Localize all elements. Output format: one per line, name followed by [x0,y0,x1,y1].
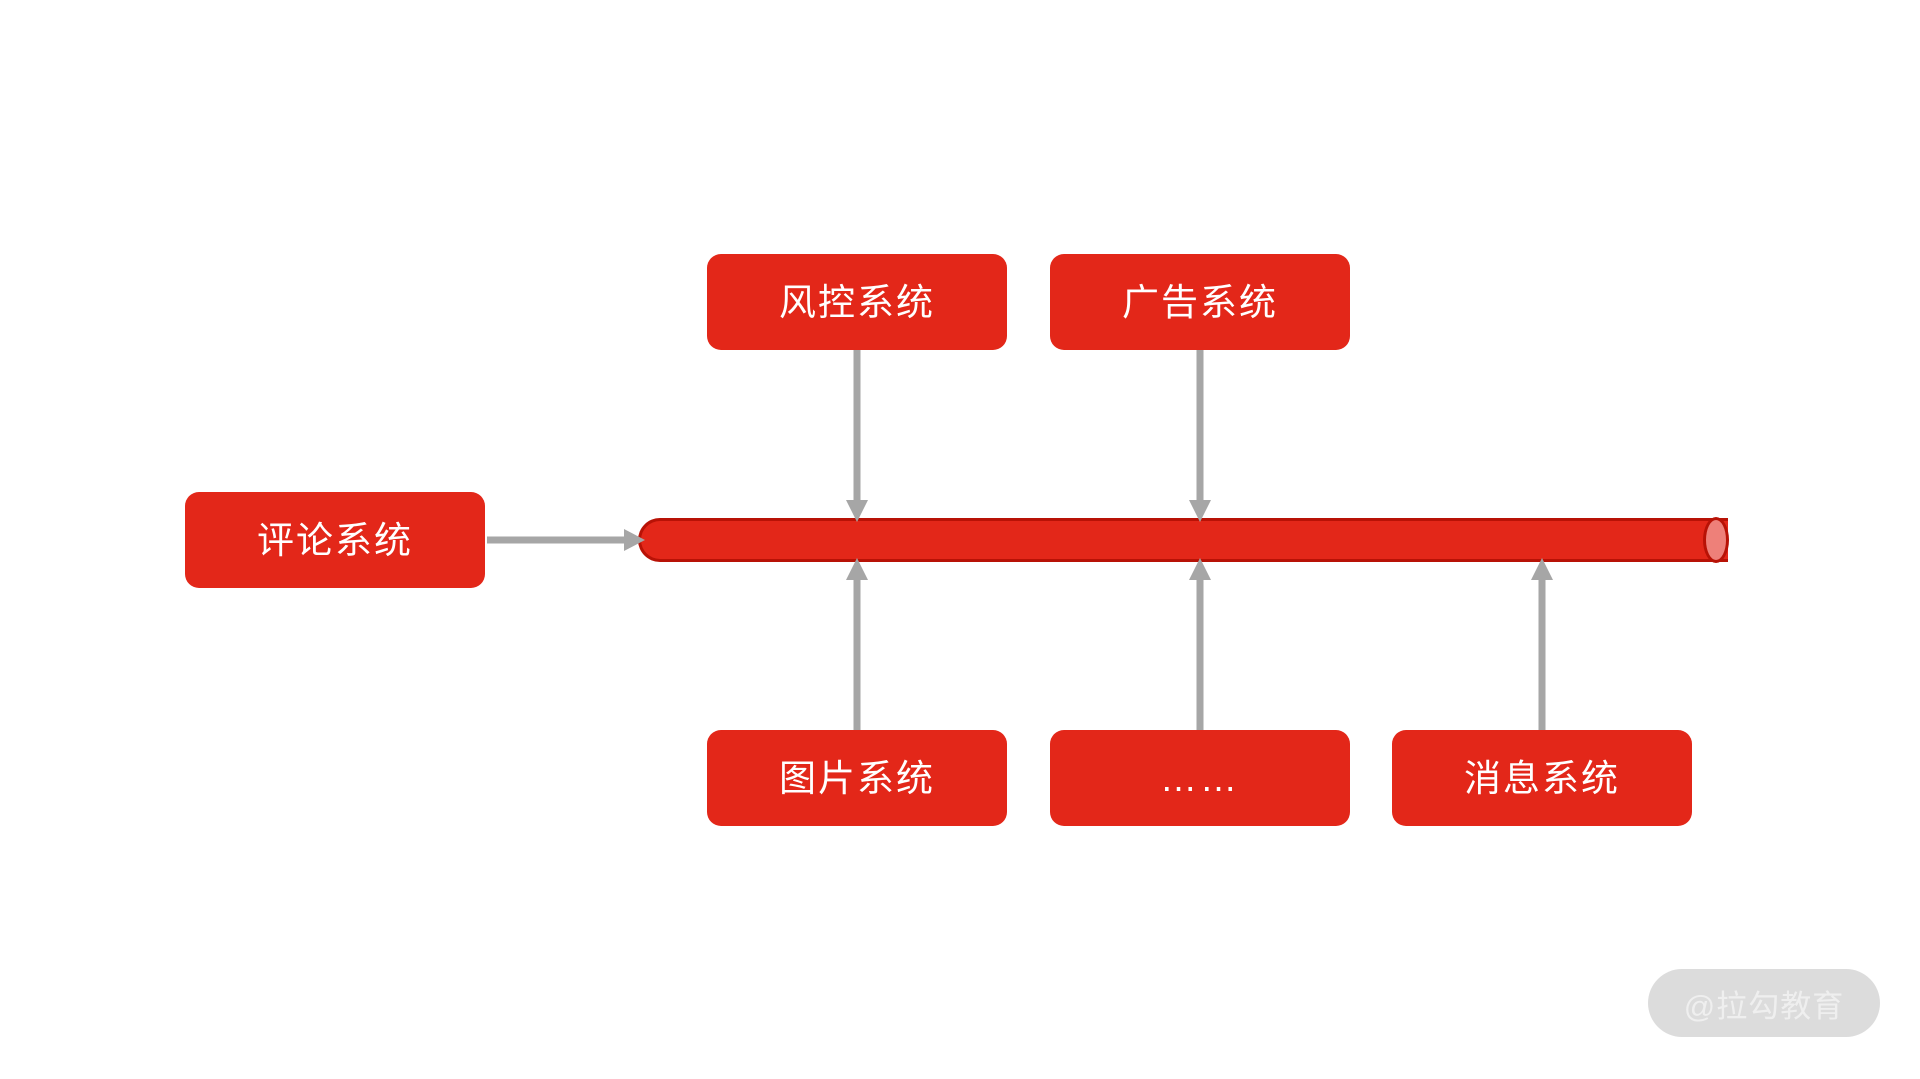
node-advertising-system[interactable]: 广告系统 [1050,254,1350,350]
watermark: @拉勾教育 [1648,969,1880,1037]
node-comment-system-label: 评论系统 [257,519,413,561]
node-risk-control-system-label: 风控系统 [779,281,935,323]
node-others[interactable]: …… [1050,730,1350,826]
node-image-system[interactable]: 图片系统 [707,730,1007,826]
node-advertising-system-label: 广告系统 [1122,281,1278,323]
node-others-label: …… [1160,757,1240,799]
watermark-label: @拉勾教育 [1683,988,1845,1024]
arrow-image-system-to-bus [840,558,874,730]
arrow-risk-control-to-bus [840,350,874,522]
node-risk-control-system[interactable]: 风控系统 [707,254,1007,350]
message-bus-end-cap [1703,517,1729,563]
message-bus-body [638,518,1728,562]
node-message-system[interactable]: 消息系统 [1392,730,1692,826]
arrow-producer-to-bus [487,523,645,557]
arrow-others-to-bus [1183,558,1217,730]
arrow-advertising-to-bus [1183,350,1217,522]
node-message-system-label: 消息系统 [1464,757,1620,799]
arrow-message-system-to-bus [1525,558,1559,730]
message-bus [638,517,1729,563]
node-comment-system[interactable]: 评论系统 [185,492,485,588]
node-image-system-label: 图片系统 [779,757,935,799]
